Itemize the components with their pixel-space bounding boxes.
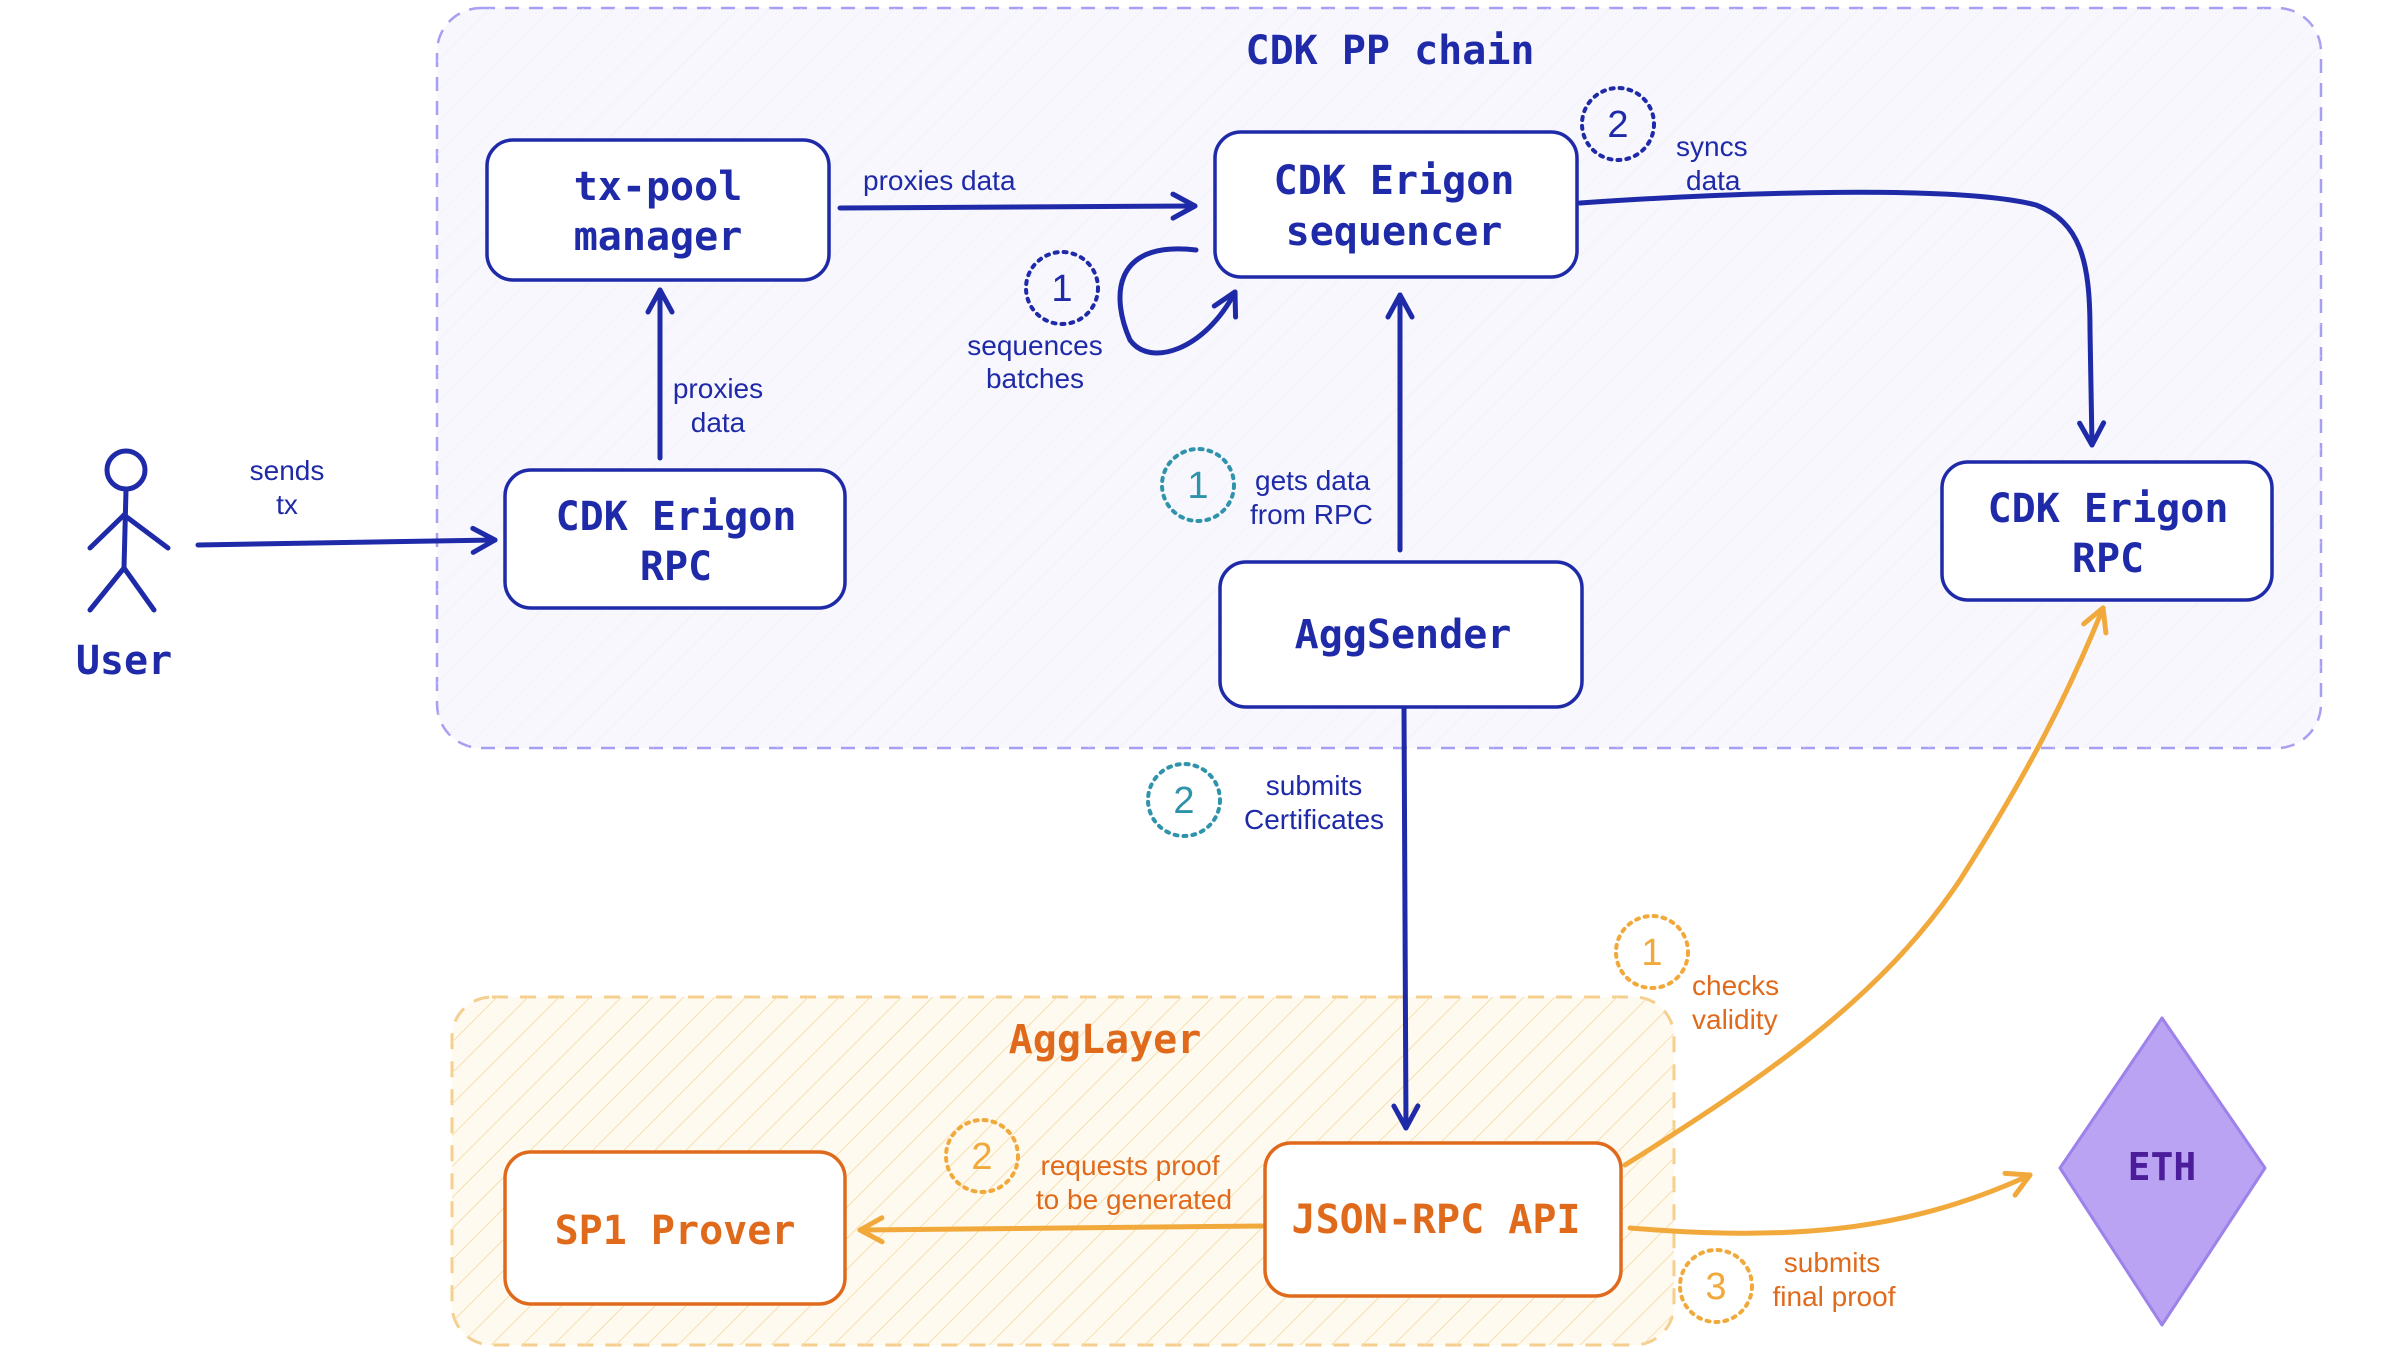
stick-figure-icon: [87, 448, 171, 613]
edge-aggsender-to-jsonrpc: [1391, 705, 1421, 1131]
user-label: User: [76, 638, 172, 684]
node-aggsender[interactable]: AggSender: [1218, 560, 1584, 709]
svg-text:syncs: syncs: [1676, 131, 1748, 162]
label-sends-tx: sends tx: [250, 455, 325, 520]
step-badge-3-amber: [1678, 1248, 1754, 1324]
svg-text:sends: sends: [250, 455, 325, 486]
svg-text:data: data: [691, 407, 746, 438]
svg-text:tx: tx: [276, 489, 298, 520]
label-submits-final-proof: 3 submits final proof: [1678, 1247, 1896, 1324]
step-badge-2-amber: [944, 1118, 1020, 1194]
svg-text:batches: batches: [986, 363, 1084, 394]
label-requests-proof: 2 requests proof to be generated: [944, 1118, 1232, 1215]
node-json-rpc-api[interactable]: JSON-RPC API: [1263, 1141, 1623, 1298]
svg-text:2: 2: [1173, 780, 1194, 822]
svg-text:sequences: sequences: [967, 330, 1102, 361]
rpc-left-line2: RPC: [640, 544, 712, 590]
label-proxies-up: proxies data: [673, 373, 763, 438]
edge-jsonrpc-to-rpc-right: [1622, 605, 2109, 1168]
svg-text:requests proof: requests proof: [1041, 1150, 1220, 1181]
jsonrpc-label: JSON-RPC API: [1292, 1197, 1581, 1243]
step-badge-2: [1580, 86, 1656, 162]
edge-jsonrpc-to-eth: [1627, 1170, 2033, 1236]
svg-text:submits: submits: [1784, 1247, 1880, 1278]
node-cdk-erigon-rpc-right[interactable]: CDK Erigon RPC: [1940, 460, 2274, 602]
svg-text:1: 1: [1187, 465, 1208, 507]
svg-text:2: 2: [1607, 104, 1628, 146]
txpool-line1: tx-pool: [574, 164, 743, 210]
svg-text:2: 2: [971, 1136, 992, 1178]
svg-text:proxies data: proxies data: [863, 165, 1016, 196]
user-actor: User: [76, 448, 172, 684]
rpc-right-line1: CDK Erigon: [1988, 486, 2229, 532]
step-badge-1: [1024, 250, 1100, 326]
svg-text:Certificates: Certificates: [1244, 804, 1384, 835]
svg-text:1: 1: [1051, 268, 1072, 310]
step-badge-2-teal: [1146, 762, 1222, 838]
eth-label: ETH: [2128, 1145, 2197, 1189]
label-gets-data: 1 gets data from RPC: [1160, 447, 1373, 530]
node-sp1-prover[interactable]: SP1 Prover: [503, 1150, 847, 1306]
edge-sends-tx: [195, 525, 498, 555]
label-checks-validity: 1 checks validity: [1614, 914, 1779, 1035]
sequencer-line2: sequencer: [1286, 209, 1503, 255]
edge-jsonrpc-to-sp1: [857, 1215, 1265, 1245]
step-badge-1-teal: [1160, 447, 1236, 523]
sp1-label: SP1 Prover: [555, 1208, 796, 1254]
agglayer-group-title: AggLayer: [1009, 1017, 1202, 1063]
svg-text:gets data: gets data: [1255, 465, 1371, 496]
svg-text:3: 3: [1705, 1266, 1726, 1308]
svg-text:1: 1: [1641, 932, 1662, 974]
svg-text:final proof: final proof: [1773, 1281, 1896, 1312]
node-cdk-erigon-sequencer[interactable]: CDK Erigon sequencer: [1213, 130, 1579, 279]
aggsender-label: AggSender: [1295, 612, 1512, 658]
label-submits-certificates: 2 submits Certificates: [1146, 762, 1384, 838]
edge-txpool-to-sequencer: [837, 191, 1198, 221]
svg-text:proxies: proxies: [673, 373, 763, 404]
svg-text:data: data: [1686, 165, 1741, 196]
svg-text:to be generated: to be generated: [1036, 1184, 1232, 1215]
svg-text:from RPC: from RPC: [1250, 499, 1373, 530]
sequencer-line1: CDK Erigon: [1274, 158, 1515, 204]
cdk-group-title: CDK PP chain: [1246, 28, 1535, 74]
node-txpool-manager[interactable]: tx-pool manager: [485, 138, 831, 282]
txpool-line2: manager: [574, 214, 743, 260]
label-sequences-batches: 1 sequences batches: [967, 250, 1103, 394]
rpc-right-line2: RPC: [2072, 536, 2144, 582]
eth-diamond-icon: [2058, 1016, 2267, 1327]
label-proxies-data: proxies data: [863, 165, 1016, 196]
edges-orange: [857, 605, 2109, 1245]
step-badge-1-amber: [1614, 914, 1690, 990]
rpc-left-line1: CDK Erigon: [556, 494, 797, 540]
svg-text:checks: checks: [1692, 970, 1779, 1001]
edge-sequencer-to-rpc: [1577, 189, 2107, 448]
node-eth[interactable]: ETH: [2058, 1016, 2267, 1327]
edges-blue: [195, 189, 2107, 1131]
svg-text:submits: submits: [1266, 770, 1362, 801]
label-syncs-data: 2 syncs data: [1580, 86, 1748, 196]
node-cdk-erigon-rpc-left[interactable]: CDK Erigon RPC: [503, 468, 847, 610]
svg-text:validity: validity: [1692, 1004, 1778, 1035]
edge-sequencer-loop: [1117, 246, 1239, 356]
